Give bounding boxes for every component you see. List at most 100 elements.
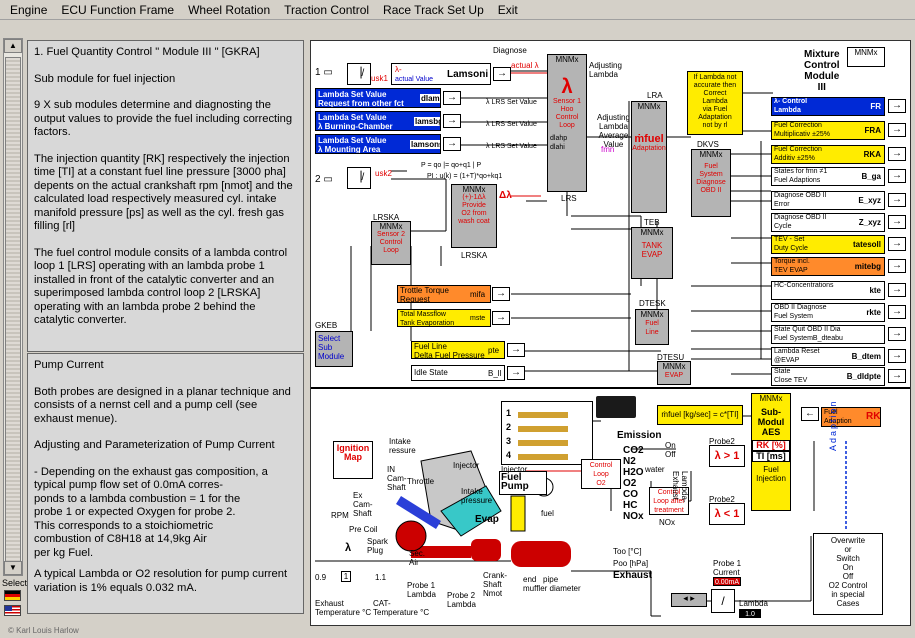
select-sub-module-block[interactable]: Select Sub Module xyxy=(315,331,353,367)
total-massflow-arrow[interactable]: → xyxy=(492,311,510,325)
control-loop-after-treatment-block[interactable]: Control Loop after treatment xyxy=(649,487,689,515)
set-value-request-arrow[interactable]: → xyxy=(443,91,461,105)
output-arrow-button-11[interactable]: → xyxy=(888,349,906,363)
teb-block[interactable]: MNMx TANK EVAP xyxy=(631,227,673,279)
menu-race-track-setup[interactable]: Race Track Set Up xyxy=(383,2,484,17)
output-label: TEV - Set Duty Cycle xyxy=(774,236,808,252)
dtesk-block[interactable]: MNMx Fuel Line xyxy=(635,309,669,345)
output-arrow-button-8[interactable]: → xyxy=(888,283,906,297)
output-arrow-button-12[interactable]: → xyxy=(888,369,906,383)
output-code: B_dldpte xyxy=(846,372,881,381)
lrska-label: LRSKA xyxy=(373,213,400,222)
lrska-washcoat-block[interactable]: MNMx (+)-1Δλ Provide O2 from wash coat xyxy=(451,184,497,248)
output-code: FRA xyxy=(864,126,881,135)
menu-traction-control[interactable]: Traction Control xyxy=(284,2,370,17)
output-label: Torque incl. TEV EVAP xyxy=(774,258,810,274)
idle-state-arrow[interactable]: → xyxy=(507,366,525,380)
menu-ecu-function-frame[interactable]: ECU Function Frame xyxy=(61,2,175,17)
dkvs-block[interactable]: MNMx Fuel System Diagnose OBD II xyxy=(691,149,731,217)
output-code: FR xyxy=(870,102,881,111)
paragraph: 9 X sub modules determine and diagnostin… xyxy=(34,99,293,138)
output-arrow-button-7[interactable]: → xyxy=(888,259,906,273)
output-block-1[interactable]: Fuel Correction Multiplicativ ±25%FRA xyxy=(771,121,885,140)
current-stepper[interactable]: ◂ ▸ xyxy=(671,593,707,607)
lambda-gt-one-block: λ > 1 xyxy=(709,445,745,467)
lrs-block[interactable]: MNMx λ Sensor 1 Hoo Control Loop dlahp d… xyxy=(547,54,587,192)
german-flag-icon[interactable] xyxy=(4,590,21,601)
menu-exit[interactable]: Exit xyxy=(497,2,518,17)
output-arrow-button-5[interactable]: → xyxy=(888,215,906,229)
output-block-2[interactable]: Fuel Correction Additiv ±25%RKA xyxy=(771,145,885,164)
evap-label: Evap xyxy=(475,514,499,525)
fuel-line-pressure-arrow[interactable]: → xyxy=(507,343,525,357)
usk1-label: usk1 xyxy=(371,74,388,83)
dtesu-block[interactable]: MNMx EVAP xyxy=(657,361,691,385)
menu-wheel-rotation[interactable]: Wheel Rotation xyxy=(188,2,271,17)
menu-engine[interactable]: Engine xyxy=(10,2,48,17)
override-o2-control-block[interactable]: Overwrite or Switch On Off O2 Control in… xyxy=(813,533,883,615)
output-code: RKA xyxy=(863,150,881,159)
cat-temp-label: CAT- Temperature °C xyxy=(373,599,430,617)
description-panel-bottom: Pump Current Both probes are designed in… xyxy=(27,353,304,614)
output-code: kte xyxy=(869,286,881,295)
output-arrow-button-3[interactable]: → xyxy=(888,169,906,183)
gkeb-label: GKEB xyxy=(315,321,338,330)
lra-block[interactable]: MNMx ṁfuel Adaptation xyxy=(631,101,667,213)
output-arrow-button-1[interactable]: → xyxy=(888,123,906,137)
control-loop-o2-block[interactable]: Control Loop O2 xyxy=(581,459,621,489)
scroll-thumb[interactable] xyxy=(5,57,21,567)
description-panel-top: 1. Fuel Quantity Control " Module III " … xyxy=(27,40,304,352)
output-arrow-button-0[interactable]: → xyxy=(888,99,906,113)
output-label: HC-Concentrations xyxy=(774,282,834,289)
dtesk-label: DTESK xyxy=(639,299,666,308)
scroll-up-arrow-icon[interactable]: ▲ xyxy=(4,39,22,53)
output-code: mitebg xyxy=(854,262,881,271)
output-block-10[interactable]: State Quit OBD II Dia Fuel SystemB_dteab… xyxy=(771,325,885,344)
output-arrow-button-9[interactable]: → xyxy=(888,305,906,319)
lamsoni-arrow-button[interactable]: → xyxy=(493,67,511,81)
lrska-block[interactable]: MNMx Sensor 2 Control Loop xyxy=(371,221,411,265)
trottle-torque-arrow[interactable]: → xyxy=(492,287,510,301)
lrs-label: LRS xyxy=(561,194,577,203)
fuel-pump-block[interactable]: Fuel Pump xyxy=(499,471,547,495)
output-arrow-button-2[interactable]: → xyxy=(888,147,906,161)
aes-sub-module-block[interactable]: MNMx Sub- Modul AES RK [%] TI [ms] Fuel … xyxy=(751,393,791,511)
mnmx-top-block[interactable]: MNMx xyxy=(847,47,885,67)
spark-plug-label: Spark Plug xyxy=(367,537,388,555)
us-flag-icon[interactable] xyxy=(4,605,21,616)
output-arrow-button-4[interactable]: → xyxy=(888,193,906,207)
ex-cam-shaft-label: Ex Cam- Shaft xyxy=(353,491,373,518)
ignition-map-block[interactable]: Ignition Map xyxy=(333,441,373,479)
output-arrow-button-10[interactable]: → xyxy=(888,327,906,341)
set-value-out-3: λ LRS Set Value xyxy=(486,143,537,150)
scroll-down-arrow-icon[interactable]: ▼ xyxy=(4,561,22,575)
paragraph: A typical Lambda or O2 resolution for pu… xyxy=(34,568,288,594)
set-value-mounting-arrow[interactable]: → xyxy=(443,137,461,151)
output-code: E_xyz xyxy=(858,196,881,205)
vertical-scrollbar[interactable]: ▲ ▼ xyxy=(3,38,23,576)
output-block-8[interactable]: HC-Concentrations kte xyxy=(771,281,885,300)
fuel-adaption-arrow[interactable]: ← xyxy=(801,407,819,421)
set-value-burning-arrow[interactable]: → xyxy=(443,114,461,128)
lamsoni-block[interactable]: λ-actual Value Lamsoni xyxy=(391,63,491,85)
output-arrow-button-6[interactable]: → xyxy=(888,237,906,251)
output-block-7[interactable]: Torque incl. TEV EVAP mitebg xyxy=(771,257,885,276)
